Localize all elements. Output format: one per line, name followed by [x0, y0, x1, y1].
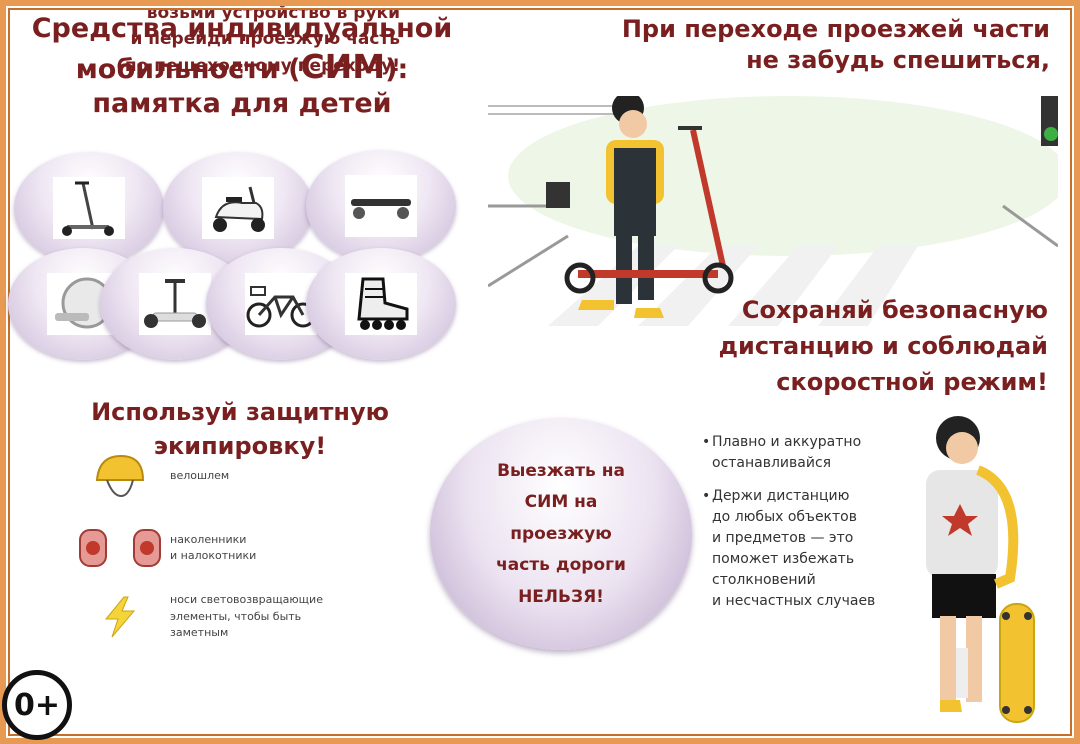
reflector-icon — [104, 596, 136, 638]
hoverboard-icon — [144, 279, 206, 328]
gear-heading-line-1: Используй защитную — [91, 398, 389, 426]
gear-heading: Используй защитную экипировку! — [60, 396, 420, 463]
road-ban-line-1: Выезжать на — [497, 461, 625, 481]
speed-heading-line-3: скоростной режим! — [776, 368, 1048, 396]
gear-heading-line-2: экипировку! — [153, 431, 327, 460]
gear-label-pads: наколенники и налокотники — [170, 532, 257, 563]
list-item: • Держи дистанцию до любых объектов и пр… — [702, 486, 922, 612]
title-line-2-prefix: мобильности ( — [75, 53, 301, 85]
roller-skate-icon — [357, 277, 409, 330]
crossing-instruction-1: возьми устройство в руки — [146, 3, 400, 23]
crossing-instruction-2: и перейди проезжую часть — [130, 29, 400, 50]
crossing-instructions: возьми устройство в руки и перейди проез… — [0, 0, 400, 79]
street-crossing-illustration — [488, 96, 1058, 326]
speed-heading: Сохраняй безопасную дистанцию и соблюдай… — [668, 292, 1048, 400]
tip-text: Плавно и аккуратно останавливайся — [712, 434, 862, 471]
gear-label-helmet: велошлем — [170, 468, 230, 482]
page-title: Средства индивидуальной мобильности (СИМ… — [22, 12, 462, 121]
safety-tips-list: • Плавно и аккуратно останавливайся • Де… — [702, 432, 922, 624]
bullet-icon: • — [702, 488, 711, 504]
gear-item-pads: наколенники и налокотники — [70, 526, 390, 570]
road-ban-line-2: СИМ на — [524, 492, 598, 513]
gear-label-reflector: носи световозвращающие элементы, чтобы б… — [170, 593, 323, 639]
knee-pads-icon — [79, 529, 161, 567]
road-ban-line-5: НЕЛЬЗЯ! — [518, 586, 604, 607]
title-sim-abbr: СИМ — [300, 46, 386, 86]
title-line-2-suffix: ): — [385, 53, 409, 85]
device-bubble-moped — [163, 152, 313, 264]
age-rating-badge: 0+ — [2, 670, 72, 740]
speed-heading-line-1: Сохраняй безопасную — [741, 296, 1048, 324]
bullet-icon: • — [702, 434, 711, 450]
moped-icon — [213, 186, 265, 232]
title-line-3: памятка для детей — [92, 88, 392, 119]
tip-text: Держи дистанцию до любых объектов и пред… — [712, 488, 876, 609]
crossing-instruction-3: по пешеходному переходу! — [124, 55, 400, 76]
gear-item-reflector: носи световозвращающие элементы, чтобы б… — [70, 592, 390, 642]
crossing-heading-line-2: не забудь спешиться, — [746, 46, 1050, 75]
crossing-heading-line-1: При переходе проезжей части — [621, 15, 1050, 43]
gear-item-helmet: велошлем — [70, 452, 390, 500]
road-ban-text: Выезжать на СИМ на проезжую часть дороги… — [470, 456, 652, 613]
road-ban-line-3: проезжую — [510, 523, 612, 544]
road-ban-line-4: часть дороги — [496, 555, 626, 576]
device-bubble-electric-skateboard — [306, 150, 456, 262]
device-bubble-roller-skate — [306, 248, 456, 360]
electric-skateboard-icon — [351, 199, 411, 219]
list-item: • Плавно и аккуратно останавливайся — [702, 432, 922, 474]
device-bubble-kick-scooter — [14, 152, 164, 264]
title-line-1: Средства индивидуальной — [31, 13, 453, 44]
crossing-heading: При переходе проезжей части не забудь сп… — [580, 14, 1050, 76]
title-line-2: мобильности (СИМ): — [22, 46, 462, 87]
boy-with-skateboard-illustration — [926, 416, 1035, 723]
road-ban-circle: Выезжать на СИМ на проезжую часть дороги… — [430, 418, 692, 650]
kick-scooter-icon — [62, 181, 114, 236]
speed-heading-line-2: дистанцию и соблюдай — [718, 332, 1048, 360]
helmet-icon — [95, 454, 145, 498]
